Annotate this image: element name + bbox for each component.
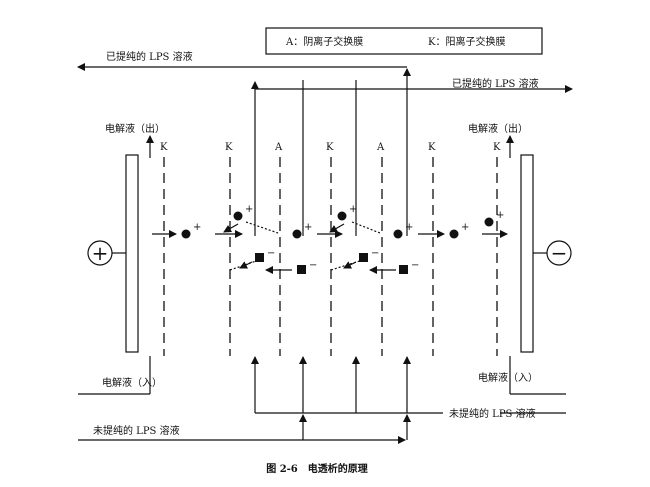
anion-ion xyxy=(297,265,306,274)
cation-ion xyxy=(337,211,347,221)
cations: + + + + + + + xyxy=(181,204,504,239)
membrane-label-5: A xyxy=(376,142,385,153)
membrane-label-1: K xyxy=(160,142,168,153)
cation-ion xyxy=(292,229,302,239)
anode-symbol: + xyxy=(92,241,109,265)
cation-sign: + xyxy=(405,222,413,233)
electrolyte-lines xyxy=(78,135,566,395)
legend-cation: K：阳离子交换膜 xyxy=(428,35,505,48)
label-purified-top-left: 已提纯的 LPS 溶液 xyxy=(106,50,193,63)
cation-sign: + xyxy=(304,222,312,233)
anions: − − − − xyxy=(255,248,419,274)
label-purified-top-right: 已提纯的 LPS 溶液 xyxy=(452,77,539,90)
anion-sign: − xyxy=(267,248,275,259)
cation-sign: + xyxy=(461,222,469,233)
label-electrolyte-out-right: 电解液（出） xyxy=(468,122,528,135)
label-unpurified-left: 未提纯的 LPS 溶液 xyxy=(93,424,180,437)
label-electrolyte-in-left: 电解液（入） xyxy=(102,376,162,389)
anion-ion xyxy=(399,265,408,274)
cation-sign: + xyxy=(193,222,201,233)
cation-sign: + xyxy=(245,204,253,215)
anion-sign: − xyxy=(411,260,419,271)
membrane-label-3: A xyxy=(274,142,283,153)
cation-ion xyxy=(484,217,494,227)
membrane-label-2: K xyxy=(225,142,233,153)
anion-ion xyxy=(359,253,368,262)
legend-box: A：阴离子交换膜 K：阳离子交换膜 xyxy=(265,27,543,55)
cation-sign: + xyxy=(349,204,357,215)
membrane-label-4: K xyxy=(326,142,334,153)
cathode-symbol: − xyxy=(551,241,568,265)
anion-ion xyxy=(255,253,264,262)
label-electrolyte-out-left: 电解液（出） xyxy=(105,122,165,135)
label-electrolyte-in-right: 电解液（入） xyxy=(478,371,538,384)
cation-ion xyxy=(181,229,191,239)
label-unpurified-right: 未提纯的 LPS 溶液 xyxy=(449,407,536,420)
membrane-labels: K K A K A K K xyxy=(160,142,501,153)
anion-sign: − xyxy=(371,248,379,259)
membrane-label-7: K xyxy=(493,142,501,153)
unpurified-inflow xyxy=(78,356,566,444)
membranes xyxy=(163,157,498,356)
cation-sign: + xyxy=(496,210,504,221)
figure-caption: 图 2-6 电透析的原理 xyxy=(266,462,368,475)
purified-outflow xyxy=(77,63,573,236)
cation-ion xyxy=(233,211,243,221)
minus-icon xyxy=(546,240,572,266)
membrane-label-6: K xyxy=(428,142,436,153)
cation-ion xyxy=(393,229,403,239)
plus-icon xyxy=(87,240,113,266)
cation-ion xyxy=(449,229,459,239)
cation-arrows xyxy=(152,221,508,238)
legend-anion: A：阴离子交换膜 xyxy=(285,35,363,48)
anion-sign: − xyxy=(309,260,317,271)
anode: + xyxy=(87,154,139,353)
cathode: − xyxy=(520,154,572,353)
